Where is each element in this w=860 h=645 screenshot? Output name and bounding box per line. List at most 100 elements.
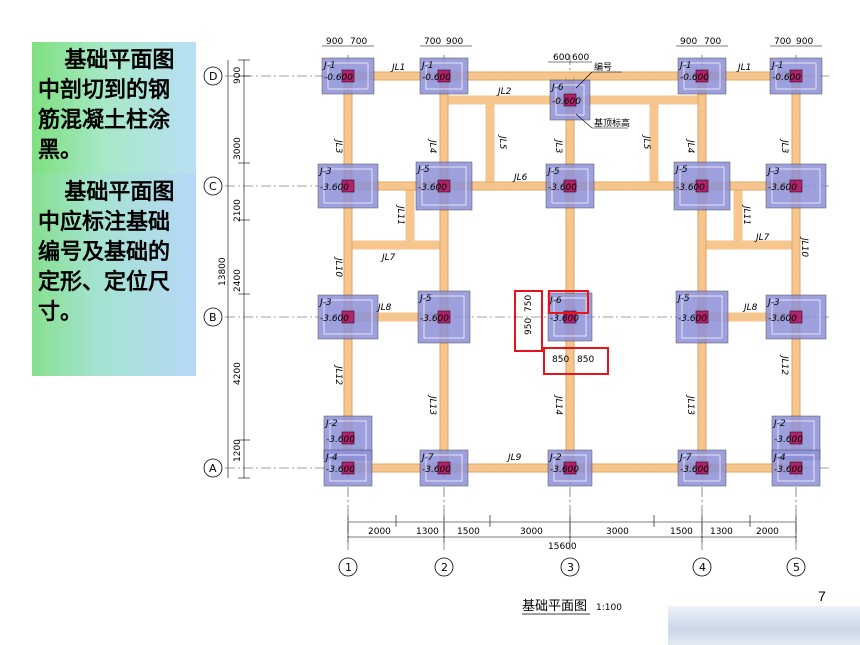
beam-label: JL1 [736, 63, 751, 73]
footing: J-7-3.600 [677, 449, 727, 487]
bottom-dim: 3000 [606, 527, 629, 537]
footing-id: J-5 [418, 294, 432, 304]
footing: J-7 -3.600 [419, 449, 469, 487]
highlight-dim: 750 [524, 295, 534, 312]
beam-label: JL5 [497, 134, 507, 150]
footing-step [425, 62, 463, 90]
footing: J-5 -3.600 [417, 290, 471, 344]
drawing-scale: 1:100 [596, 603, 622, 613]
column-section [563, 461, 577, 475]
top-dim: 900 [796, 37, 813, 47]
beam-label: JL12 [779, 354, 789, 375]
beam-label: JL11 [741, 204, 751, 225]
annotation-number: 编号 [594, 61, 612, 73]
top-dim: 700 [350, 37, 367, 47]
footing: J-1-0.600 [321, 57, 375, 95]
footing-id: J-1 [770, 61, 784, 71]
footing-elevation: -3.600 [676, 183, 705, 193]
beam-label: JL11 [395, 204, 405, 225]
callout-column-text: 基础平面图中剖切到的钢筋混凝土柱涂黑。 [38, 48, 175, 163]
axis-label-h: A [209, 462, 217, 475]
beam-label: JL3 [779, 138, 789, 154]
footing-id: J-5 [546, 167, 560, 177]
highlight-dim: 950 [524, 318, 534, 335]
beam-label: JL14 [553, 394, 563, 415]
axis-label-h: B [209, 311, 217, 324]
footing-step [327, 62, 369, 90]
beam-label: JL4 [685, 138, 695, 154]
footing-id: J-7 [420, 453, 434, 463]
footing-elevation: -3.600 [422, 465, 451, 475]
highlight-box-id [548, 290, 589, 314]
column-section [695, 69, 709, 83]
footing-elevation: -3.600 [420, 314, 449, 324]
left-dim: 3000 [233, 137, 243, 160]
footing-step [421, 166, 467, 206]
footing: J-5 -3.600 [545, 163, 595, 209]
footing-id: J-2 [772, 419, 786, 429]
footing-id: J-5 [674, 165, 688, 175]
footing-id: J-1 [678, 61, 692, 71]
highlighted-dimensions [514, 290, 609, 375]
column-section [789, 431, 803, 445]
bottom-dim: 3000 [520, 527, 543, 537]
bottom-dim: 2000 [368, 527, 391, 537]
footing: J-3-3.600 [765, 294, 827, 340]
footing-step [555, 84, 585, 116]
footing: J-5-3.600 [415, 161, 473, 211]
bottom-dimension-lines [347, 515, 797, 542]
beam-label: JL3 [333, 138, 343, 154]
footing-step [771, 168, 821, 204]
footing-step [777, 454, 815, 482]
footing: J-5-3.600 [675, 290, 729, 344]
footing-elevation: -0.600 [422, 73, 451, 83]
column-section [695, 179, 709, 193]
beam-label: JL7 [754, 233, 770, 243]
beam-label: JL4 [427, 138, 437, 154]
footing: J-6-3.600 [547, 292, 593, 342]
beam-label: JL5 [641, 134, 651, 150]
beam-labels: JL1 JL1 JL2 JL3 JL4 JL5 JL3 JL5 JL4 JL3 … [333, 63, 809, 463]
footing-pad [677, 449, 727, 487]
column-section [341, 179, 355, 193]
footing-step [775, 62, 817, 90]
column-section [695, 461, 709, 475]
annotation-leaders [575, 71, 628, 129]
footing-elevation: -0.600 [680, 73, 709, 83]
beam-label: JL3 [553, 138, 563, 154]
footing-step [679, 166, 725, 206]
footing-id: J-2 [548, 453, 562, 463]
beam-label: JL2 [496, 87, 512, 97]
footing-id: J-3 [318, 298, 332, 308]
footing-elevation: -0.600 [324, 73, 353, 83]
footing-id: J-6 [550, 83, 564, 93]
footing-id: J-4 [324, 453, 338, 463]
beam-label: JL6 [512, 173, 528, 183]
column-section [341, 431, 355, 445]
footing-elevation: -3.600 [418, 183, 447, 193]
footing-elevation: -3.600 [548, 183, 577, 193]
column-section [341, 69, 355, 83]
total-width-dim: 15600 [548, 542, 577, 552]
top-dim: 600 [553, 53, 570, 63]
top-dim: 900 [326, 37, 343, 47]
axis-bubbles-vertical [338, 557, 806, 577]
column-section [789, 461, 803, 475]
left-dim: 1200 [233, 439, 243, 462]
column-section [341, 310, 355, 324]
left-dim: 900 [233, 67, 243, 84]
column-section [437, 179, 451, 193]
beam-label: JL8 [376, 303, 392, 313]
beam-label: JL9 [506, 453, 522, 463]
column-section [563, 93, 577, 107]
footing-id: J-3 [318, 167, 332, 177]
top-dim: 700 [774, 37, 791, 47]
highlight-box-vertical [514, 290, 543, 352]
footing: J-3-3.600 [317, 294, 379, 340]
callout-dimension-text: 基础平面图中应标注基础编号及基础的定形、定位尺寸。 [38, 180, 175, 325]
footing: J-6-0.600 [549, 79, 591, 121]
beam-label: JL10 [333, 256, 343, 277]
axis-label-v: 4 [699, 561, 706, 574]
column-section [789, 179, 803, 193]
footing-elevation: -3.600 [768, 314, 797, 324]
